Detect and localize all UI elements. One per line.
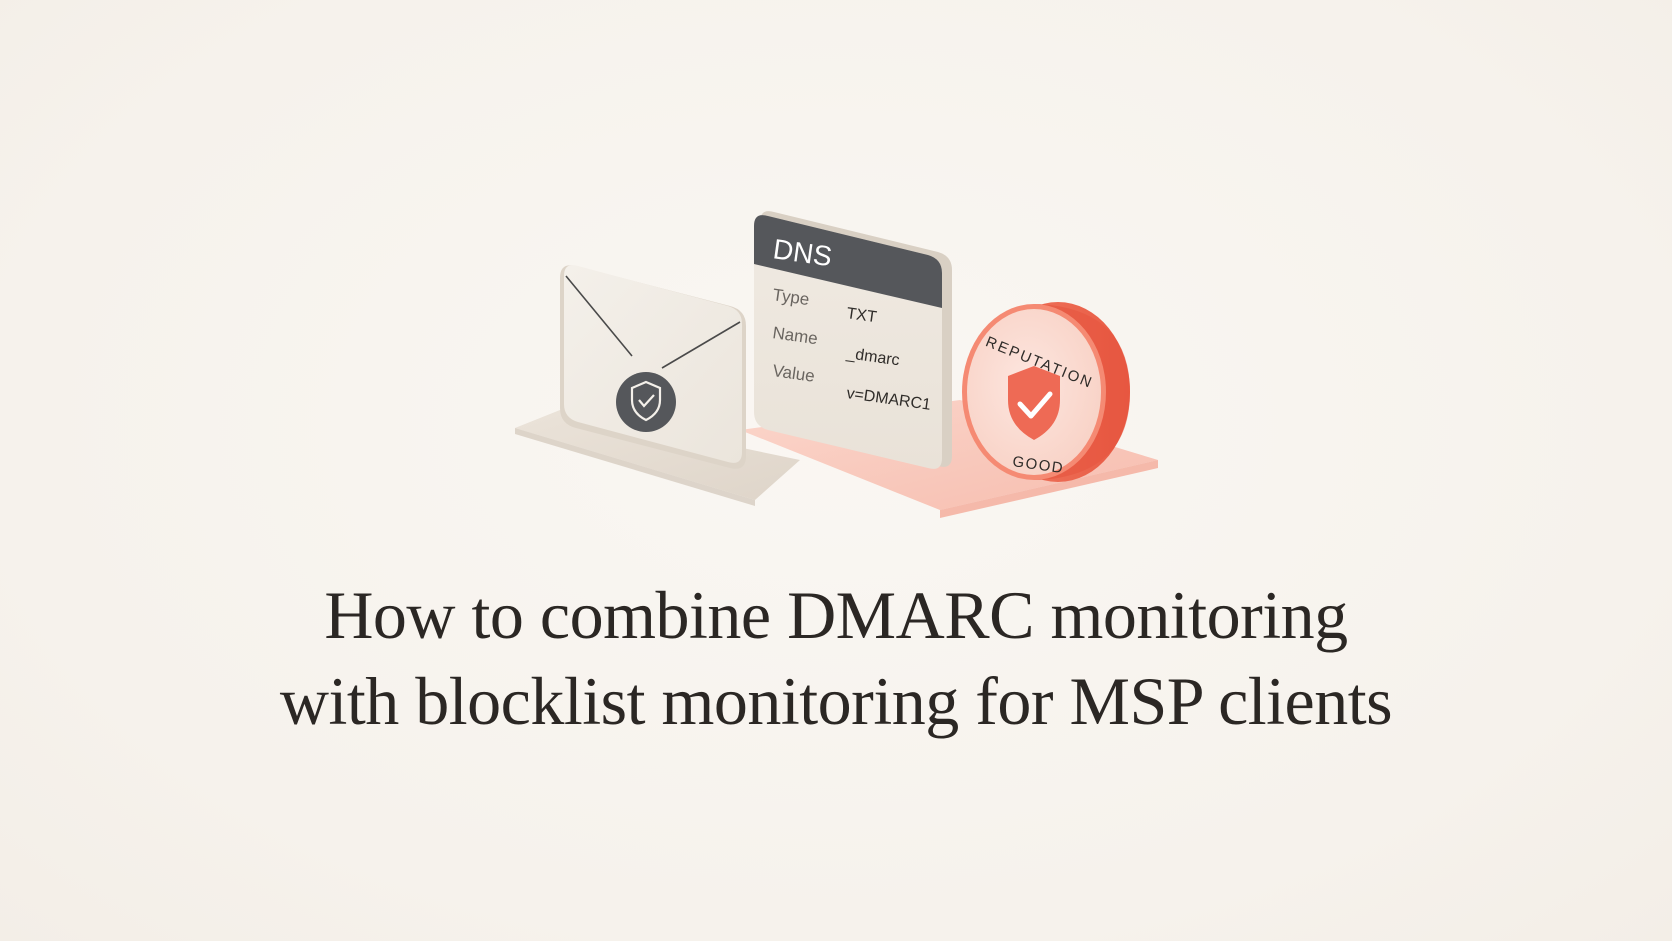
- shield-check-icon: [616, 372, 676, 432]
- illustration: DNS Type TXT Name _dmarc Value v=DMARC1 …: [515, 211, 1158, 518]
- dns-card: DNS Type TXT Name _dmarc Value v=DMARC1: [754, 211, 952, 469]
- page-title: How to combine DMARC monitoring with blo…: [0, 572, 1672, 744]
- page-title-line-2: with blocklist monitoring for MSP client…: [279, 663, 1393, 739]
- envelope-card: [560, 265, 746, 469]
- reputation-badge: REPUTATION GOOD: [962, 302, 1130, 482]
- dns-row-type-label: Type: [771, 285, 810, 309]
- envelope-base-plate: [515, 410, 800, 506]
- shield-check-icon: [1008, 366, 1060, 440]
- page-title-line-1: How to combine DMARC monitoring: [324, 577, 1348, 653]
- envelope-icon: [565, 275, 741, 369]
- dns-row-type-value: TXT: [845, 305, 878, 326]
